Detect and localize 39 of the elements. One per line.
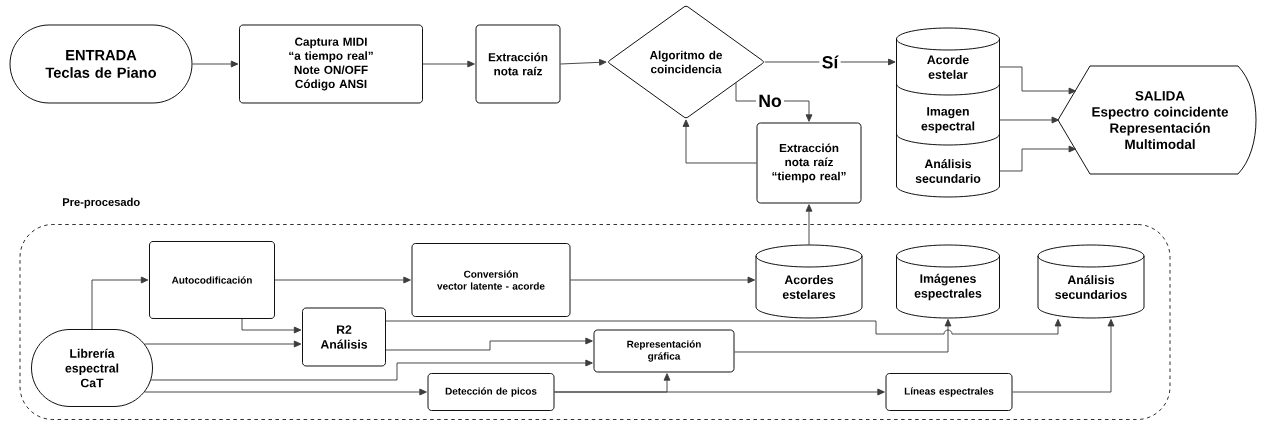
- arrow: [999, 145, 1077, 172]
- arrow: [999, 66, 1077, 95]
- arrow: [805, 204, 813, 246]
- process-box: Captura MIDI “a tiempo real” Note ON/OFF Código ANSI: [239, 24, 423, 104]
- process-box: R2 Análisis: [302, 307, 386, 367]
- arrow: [560, 58, 607, 66]
- database-cylinder: Imágenes espectrales: [896, 244, 1000, 319]
- arrow: [274, 276, 411, 284]
- arrow: [91, 276, 149, 330]
- arrow: [385, 318, 1062, 335]
- arrow: [241, 318, 302, 334]
- database-cylinder: Análisis secundarios: [1037, 244, 1145, 319]
- arrow: [144, 340, 302, 348]
- process-box: Autocodificación: [149, 241, 275, 319]
- arrow: [554, 388, 885, 396]
- arrow: [144, 388, 427, 396]
- process-box: Conversión vector latente - acorde: [411, 243, 571, 317]
- process-box: Extracción nota raíz “tiempo real”: [756, 122, 862, 204]
- arrow: [422, 60, 475, 68]
- database-section: Imagen espectral: [896, 83, 1000, 146]
- region-label: Pre-procesado: [63, 197, 140, 209]
- arrow: [764, 58, 896, 66]
- database-section: Análisis secundario: [896, 133, 1000, 198]
- process-box: Líneas espectrales: [885, 373, 1013, 411]
- arrow: [570, 276, 756, 284]
- arrow: [150, 359, 593, 381]
- database-cylinder: Acorde estelar: [896, 27, 1000, 96]
- arrow: [734, 318, 952, 353]
- edge-label: Sí: [819, 53, 841, 71]
- arrow: [385, 337, 593, 351]
- arrow: [1012, 318, 1115, 393]
- process-box: Representación gráfica: [593, 329, 735, 373]
- arrow: [682, 119, 757, 164]
- arrow: [999, 116, 1060, 124]
- edge-label: No: [755, 92, 785, 110]
- process-box: Detección de picos: [427, 373, 555, 411]
- arrow: [192, 60, 239, 68]
- database-cylinder: Acordes estelares: [755, 244, 863, 319]
- process-box: Extracción nota raíz: [475, 24, 561, 104]
